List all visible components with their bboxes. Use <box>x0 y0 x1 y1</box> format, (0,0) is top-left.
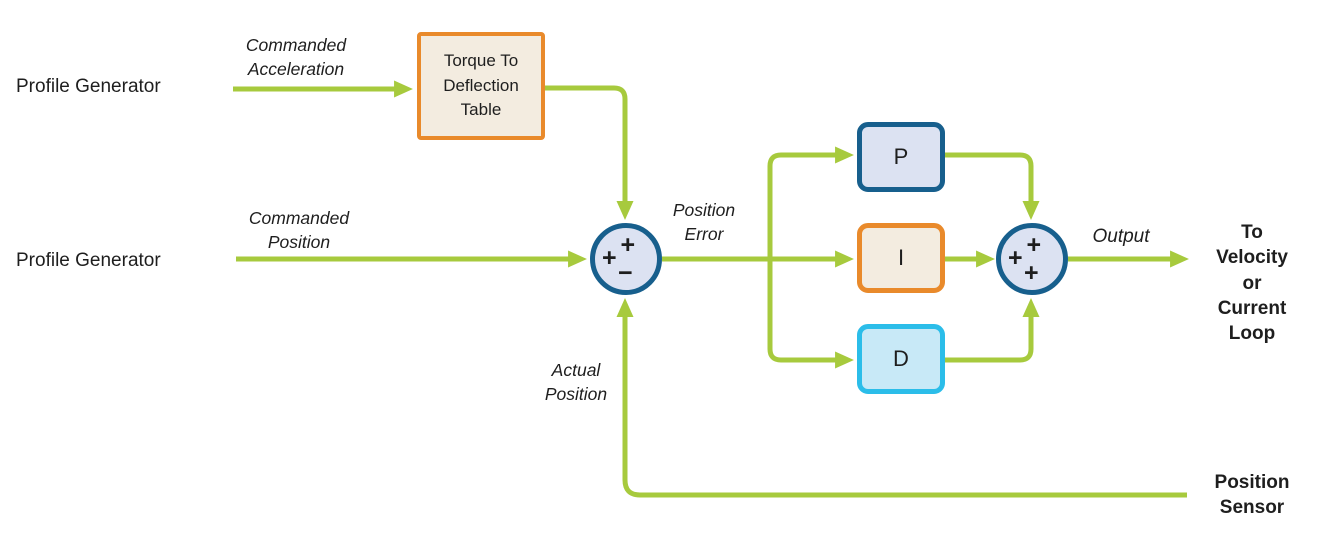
wire-d-to-sum <box>945 298 1040 363</box>
proportional-block: P <box>857 122 945 192</box>
position-sensor-label: Position Sensor <box>1214 472 1290 519</box>
position-error-label: Position Error <box>672 200 736 245</box>
plus-sign: + <box>1008 244 1023 272</box>
pid-summing-junction: + + + <box>996 223 1068 295</box>
wire-p-to-sum <box>945 152 1040 220</box>
wire-torque-table-to-sum <box>545 85 634 220</box>
derivative-block: D <box>857 324 945 394</box>
minus-sign: − <box>617 259 633 287</box>
to-velocity-or-current-loop-label: To Velocity or Current Loop <box>1216 222 1288 345</box>
plus-sign: + <box>602 244 617 272</box>
position-summing-junction: + + − <box>590 223 662 295</box>
plus-sign: + <box>1026 231 1042 259</box>
wire-branch-to-d <box>767 259 854 369</box>
profile-generator-label-top: Profile Generator <box>16 76 161 97</box>
commanded-position-label: Commanded Position <box>248 208 350 253</box>
profile-generator-label-mid: Profile Generator <box>16 250 161 271</box>
torque-to-deflection-table-block: Torque To Deflection Table <box>417 32 545 140</box>
plus-sign: + <box>1023 259 1039 287</box>
wire-position-sensor-feedback <box>616 298 1187 498</box>
integral-block: I <box>857 223 945 293</box>
output-label: Output <box>1092 226 1150 247</box>
plus-sign: + <box>620 231 636 259</box>
wire-branch-to-p <box>767 146 854 259</box>
actual-position-label: Actual Position <box>544 360 608 405</box>
commanded-acceleration-label: Commanded Acceleration <box>245 35 347 80</box>
